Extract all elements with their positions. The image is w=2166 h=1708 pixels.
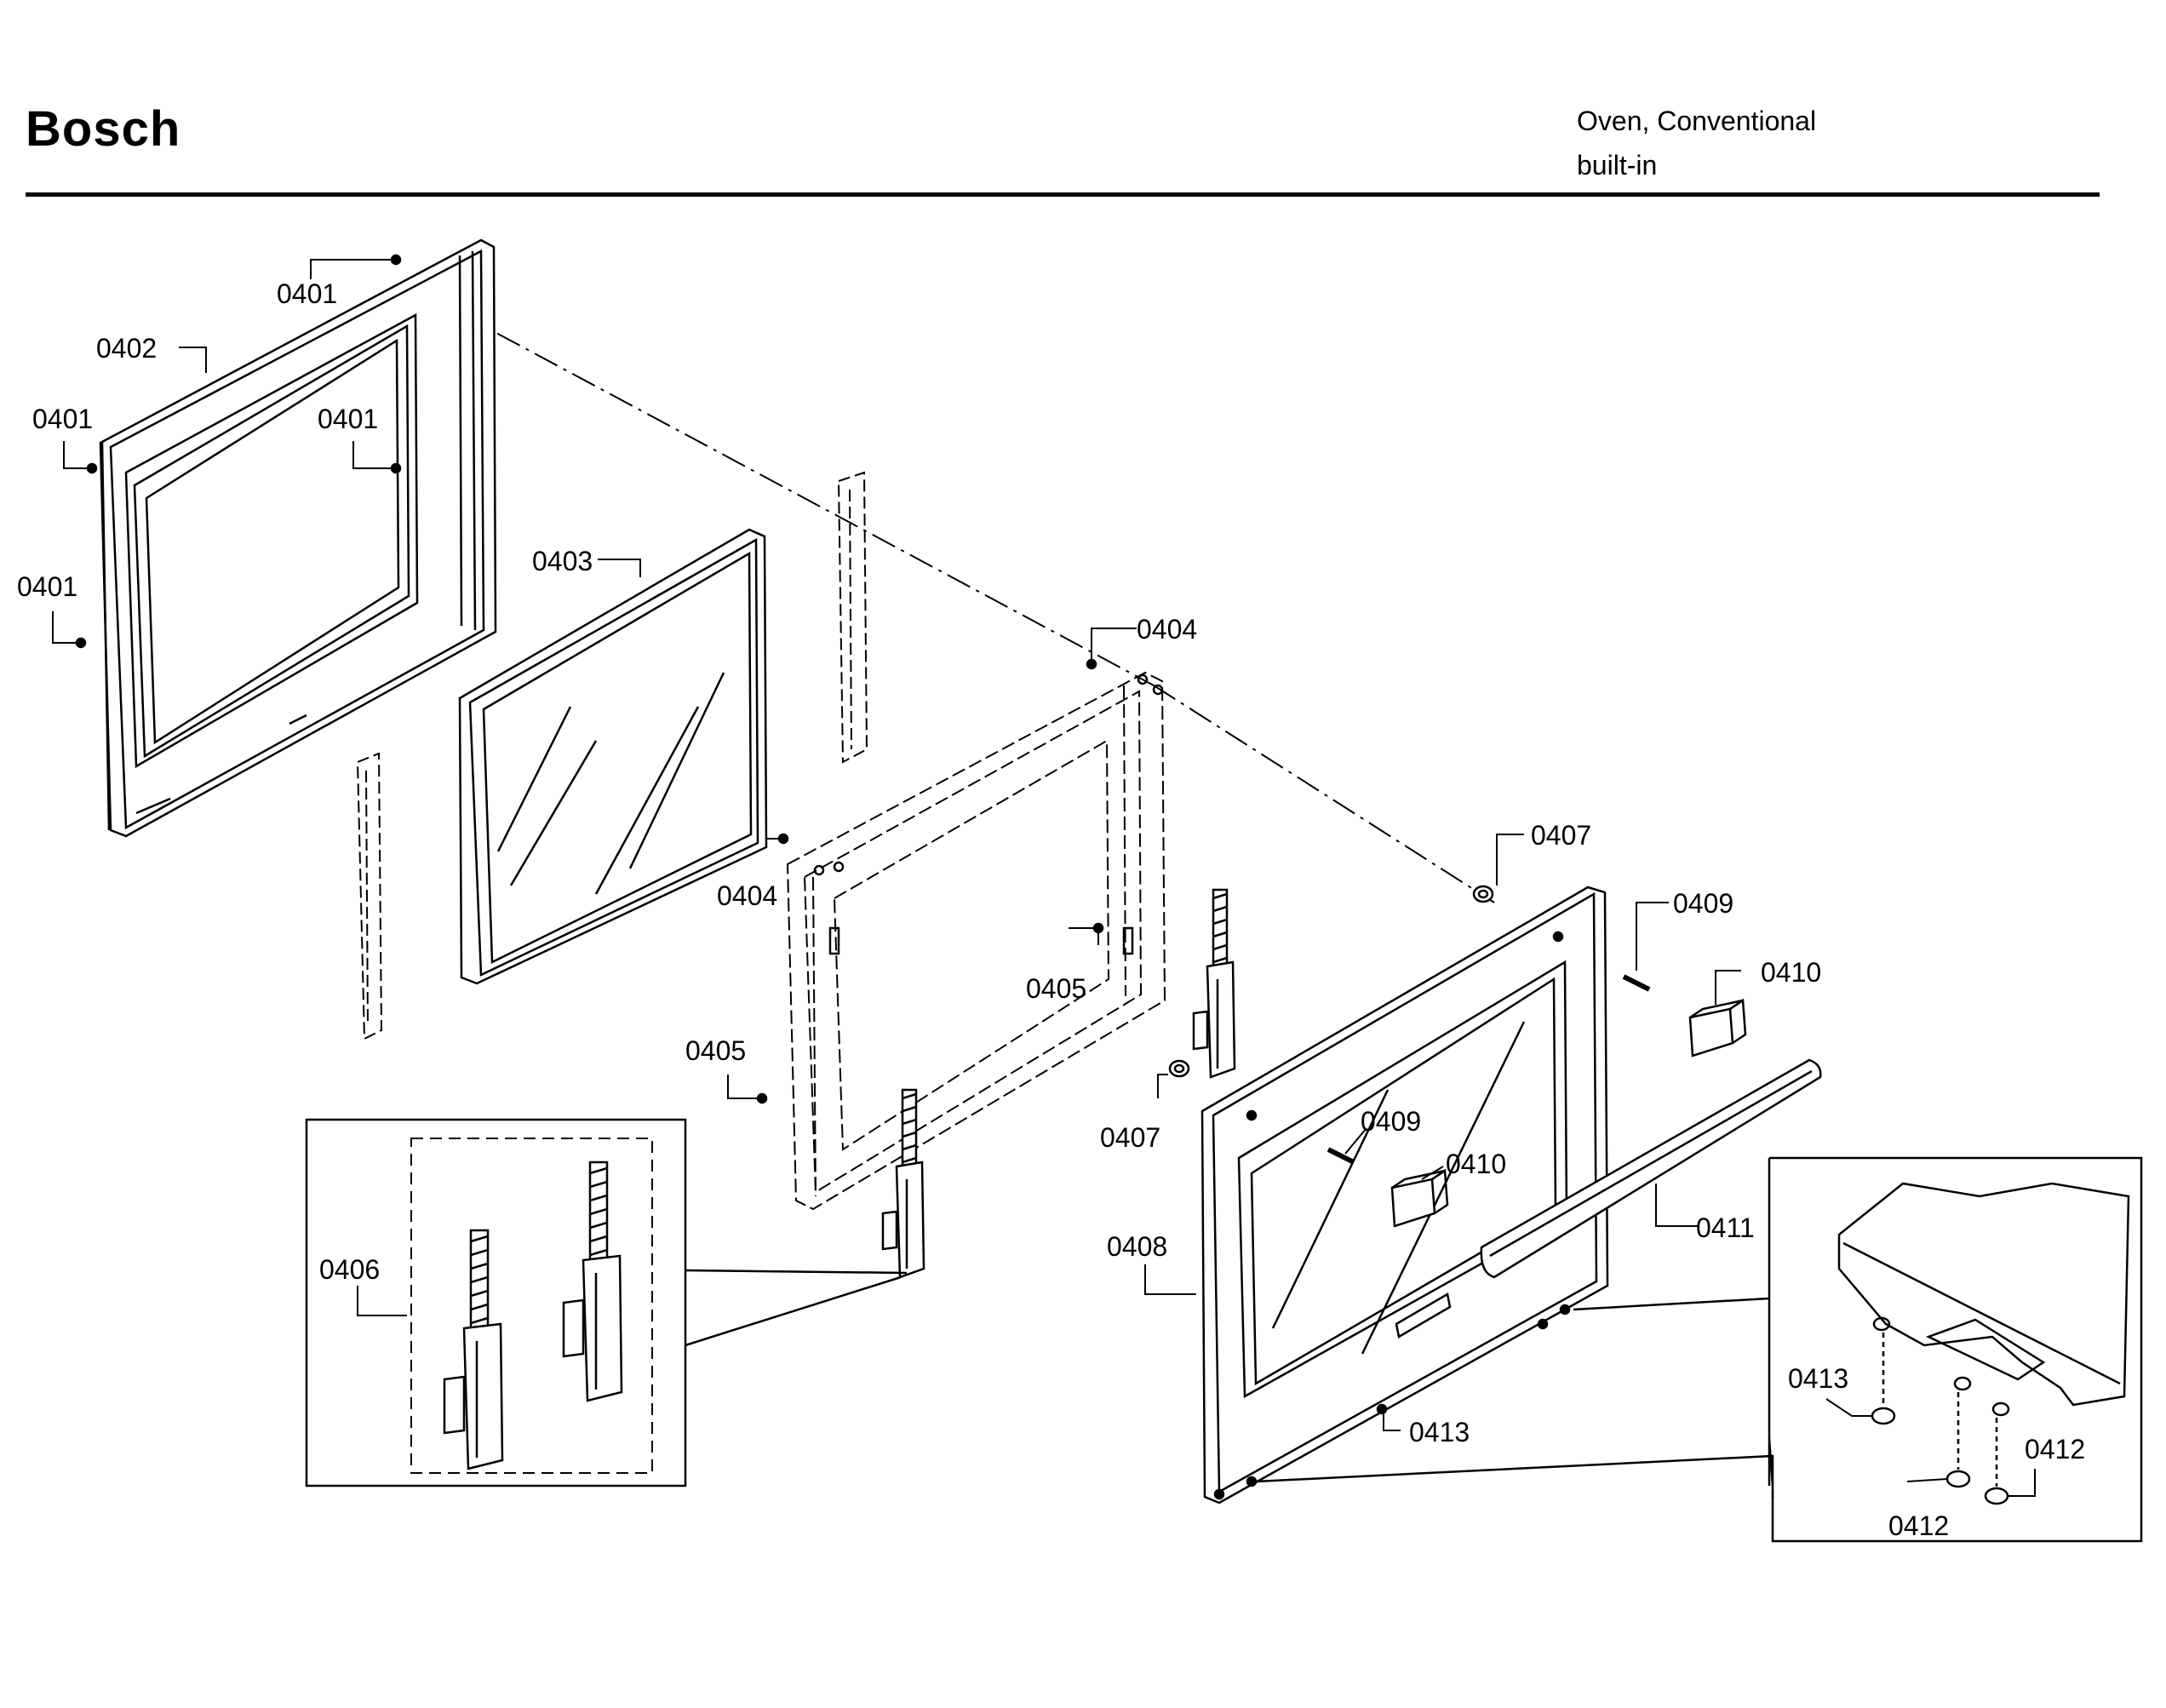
- outer-door-frame: [99, 238, 497, 838]
- callout-0410-right: 0410: [1761, 957, 1821, 988]
- callout-0409-right: 0409: [1673, 888, 1733, 919]
- glass-panel: [458, 528, 768, 985]
- alignment-line: [459, 312, 1495, 903]
- callout-0407-top: 0407: [1531, 820, 1591, 851]
- callout-0404-left: 0404: [717, 880, 777, 911]
- callout-labels: 0401 0402 0401 0401 0401 0403 0404 0404 …: [17, 278, 2085, 1541]
- callout-0401-left-lower: 0401: [17, 571, 77, 602]
- callout-0403: 0403: [532, 546, 593, 576]
- hinge-right: [1192, 888, 1236, 1079]
- callout-0405-left: 0405: [685, 1035, 746, 1066]
- header-rule: [26, 192, 2100, 197]
- callout-0409-left: 0409: [1361, 1106, 1421, 1137]
- product-subtype: built-in: [1577, 150, 1658, 181]
- inner-door-frame: [786, 671, 1166, 1211]
- hinge-left: [881, 1088, 925, 1279]
- hinge-detail-right: [562, 1161, 623, 1402]
- washer-bottom: [1168, 1059, 1190, 1078]
- product-description: Oven, Conventional built-in: [1577, 99, 1816, 187]
- detail-screw-0412-b: [1984, 1418, 2009, 1505]
- inner-frame-brackets: [813, 673, 1164, 955]
- brand-title: Bosch: [26, 101, 181, 157]
- side-seal-left: [356, 752, 383, 1040]
- side-seal-right: [837, 471, 868, 764]
- washer-top: [1472, 885, 1494, 903]
- handle-bracket-2: [1688, 998, 1747, 1057]
- callout-0404-top: 0404: [1137, 614, 1197, 645]
- callout-0405-right: 0405: [1026, 973, 1086, 1004]
- callout-0401-left-upper: 0401: [32, 404, 93, 434]
- leader-dots: [75, 254, 1104, 1104]
- callout-0413-detail: 0413: [1788, 1363, 1848, 1394]
- callout-0412-right: 0412: [2025, 1434, 2085, 1464]
- callout-0401-inner: 0401: [318, 404, 378, 434]
- callout-0407-bottom: 0407: [1100, 1122, 1160, 1153]
- mounting-pin-1: [1327, 1147, 1355, 1165]
- mounting-pin-2: [1622, 974, 1651, 992]
- callout-0402: 0402: [96, 333, 157, 364]
- door-handle-highlight: [1489, 1069, 1813, 1258]
- leader-lines: [52, 259, 2036, 1497]
- handle-bracket-1: [1390, 1168, 1449, 1228]
- screw-detail-box: [1255, 1156, 2143, 1543]
- product-type: Oven, Conventional: [1577, 106, 1817, 136]
- callout-0401-top: 0401: [277, 278, 337, 309]
- hinge-detail-left: [443, 1229, 504, 1470]
- callout-0411: 0411: [1696, 1212, 1755, 1243]
- detail-screw-0413: [1871, 1333, 1896, 1425]
- callout-0408: 0408: [1107, 1231, 1167, 1262]
- detail-screw-0412-a: [1945, 1392, 1971, 1488]
- door-screws: [1213, 1304, 1571, 1500]
- callout-0410-left: 0410: [1446, 1149, 1506, 1179]
- callout-0412-bottom: 0412: [1888, 1510, 1949, 1541]
- callout-0413-door: 0413: [1409, 1417, 1470, 1447]
- callout-0406: 0406: [319, 1254, 380, 1285]
- hinge-detail-box: [305, 1118, 908, 1487]
